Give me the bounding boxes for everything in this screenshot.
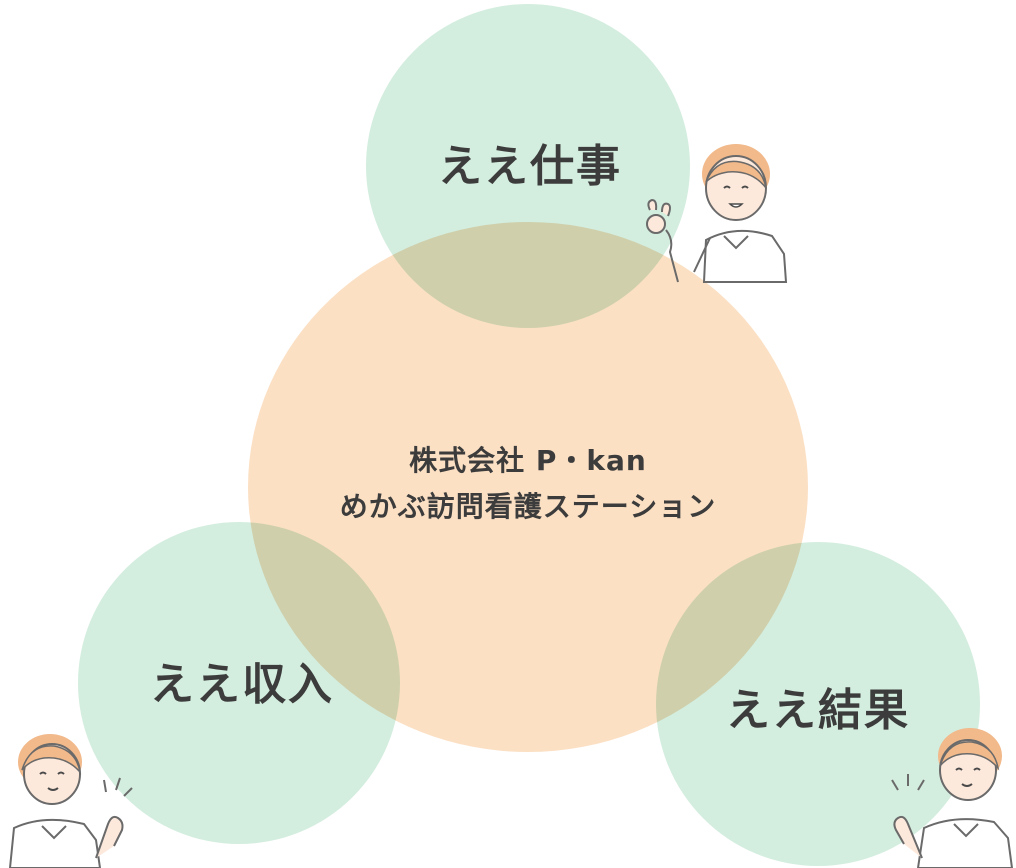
top-circle bbox=[366, 4, 690, 328]
center-label: 株式会社 P・kan めかぶ訪問看護ステーション bbox=[250, 438, 806, 530]
nurse-ok-sign-illustration bbox=[646, 144, 788, 283]
left-circle-label: ええ収入 bbox=[150, 659, 334, 710]
right-circle bbox=[656, 542, 980, 866]
nurse-pointing-right-illustration bbox=[891, 728, 1014, 868]
top-circle-label: ええ仕事 bbox=[438, 141, 622, 192]
left-circle bbox=[78, 522, 400, 844]
company-name: 株式会社 P・kan bbox=[409, 444, 647, 477]
right-circle-label: ええ結果 bbox=[726, 685, 910, 736]
nurse-pointing-left-illustration bbox=[8, 734, 133, 868]
station-name: めかぶ訪問看護ステーション bbox=[339, 490, 717, 523]
